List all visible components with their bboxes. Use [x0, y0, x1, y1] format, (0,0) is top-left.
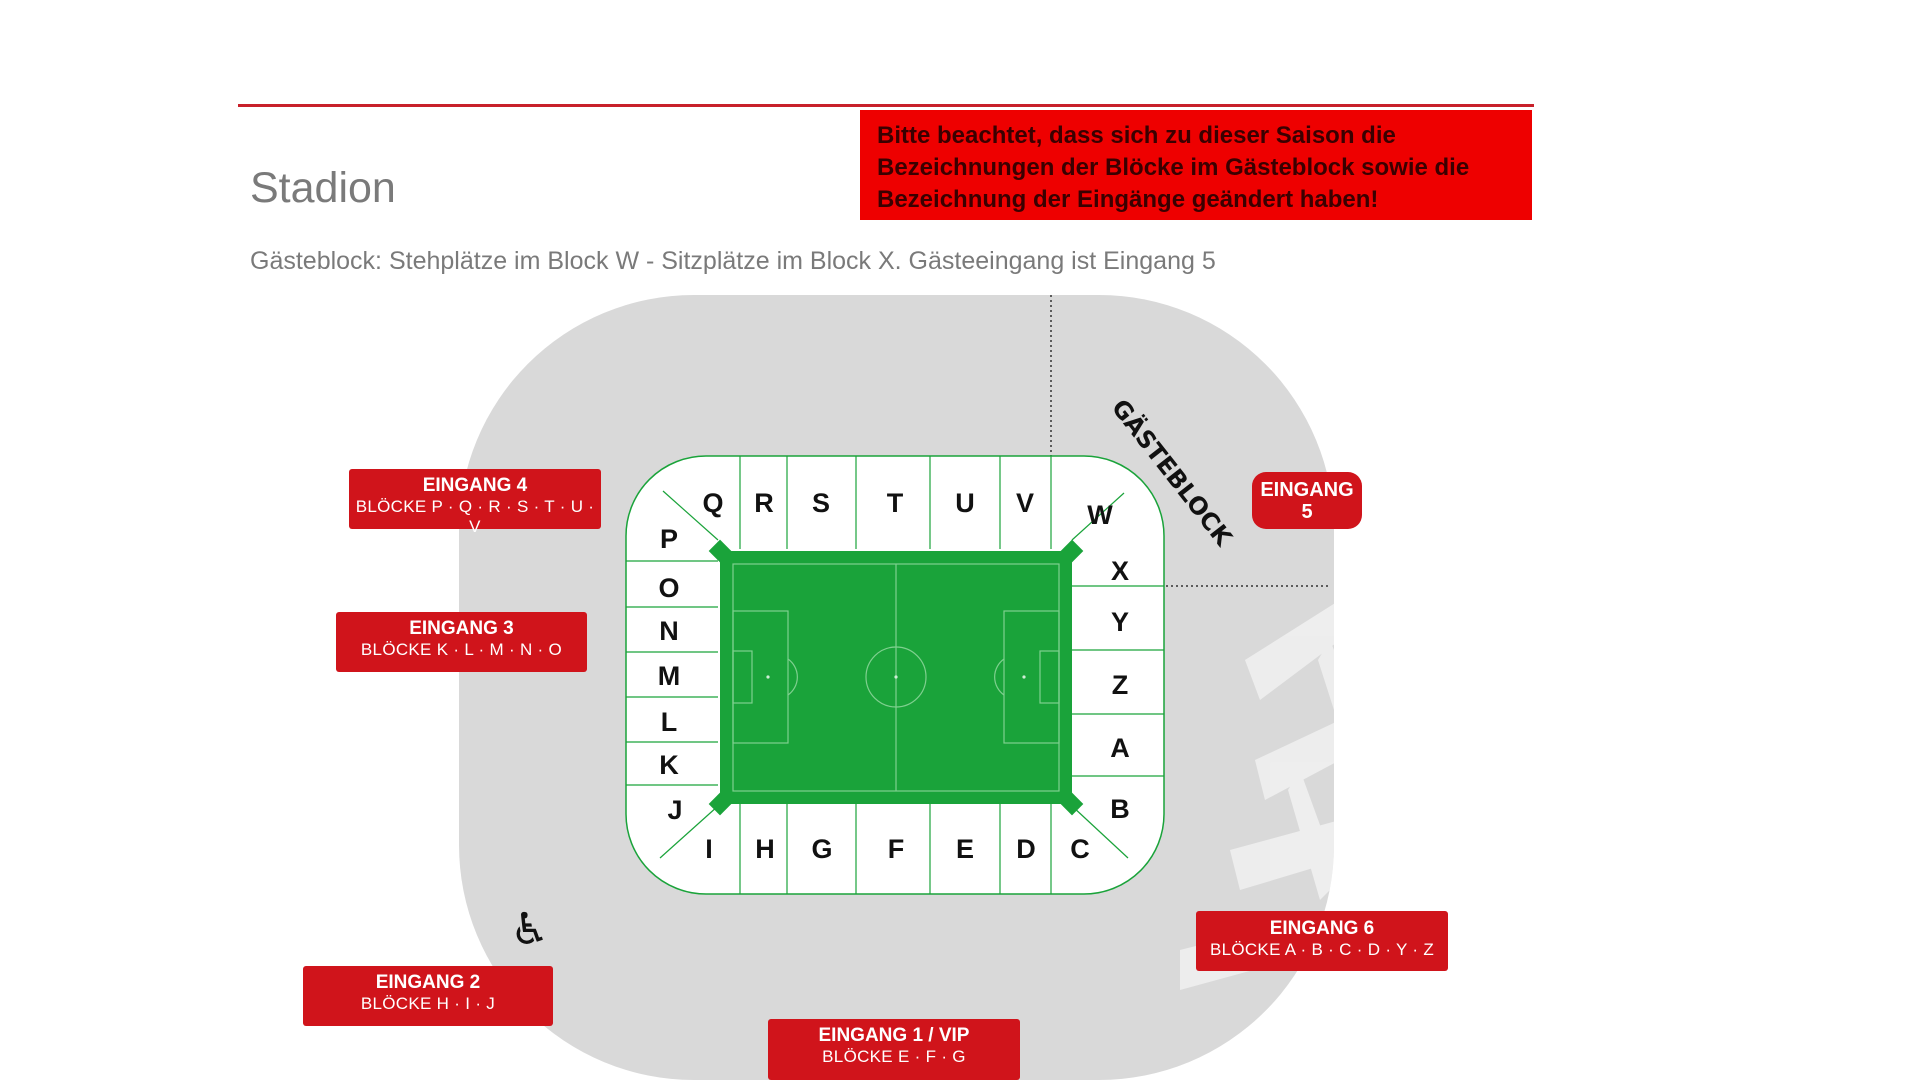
wheelchair-icon: ♿︎ — [510, 905, 550, 954]
entrance-6-badge[interactable]: EINGANG 6 BLÖCKE A · B · C · D · Y · Z — [1196, 911, 1448, 971]
penalty-spot — [766, 675, 770, 679]
entrance-blocks: BLÖCKE P · Q · R · S · T · U · V — [355, 497, 595, 536]
block-label[interactable]: M — [658, 661, 681, 691]
entrance-title: EINGANG 3 — [409, 618, 514, 639]
block-label[interactable]: P — [660, 524, 678, 554]
guest-info-text: Gästeblock: Stehplätze im Block W - Sitz… — [250, 247, 1216, 275]
block-label[interactable]: L — [661, 707, 678, 737]
pitch-markings — [732, 563, 1060, 792]
block-label[interactable]: N — [659, 616, 679, 646]
penalty-spot — [1022, 675, 1026, 679]
entrance-blocks: BLÖCKE A · B · C · D · Y · Z — [1209, 940, 1435, 959]
block-label[interactable]: G — [811, 834, 832, 864]
block-label[interactable]: T — [887, 488, 904, 518]
entrance-4-badge[interactable]: EINGANG 4 BLÖCKE P · Q · R · S · T · U ·… — [349, 469, 601, 536]
block-label[interactable]: H — [755, 834, 775, 864]
block-label[interactable]: R — [754, 488, 774, 518]
entrance-2-badge[interactable]: EINGANG 2 BLÖCKE H · I · J — [303, 966, 553, 1026]
block-label[interactable]: J — [667, 795, 682, 825]
block-label[interactable]: X — [1111, 556, 1129, 586]
block-label[interactable]: K — [659, 750, 679, 780]
entrance-title: EINGANG 2 — [375, 972, 481, 993]
entrance-title: EINGANG 1 / VIP — [818, 1025, 970, 1046]
notice-line: Bezeichnung der Eingänge geändert haben! — [877, 186, 1379, 213]
entrance-blocks: BLÖCKE H · I · J — [360, 994, 496, 1013]
block-label[interactable]: I — [705, 834, 713, 864]
block-label[interactable]: Z — [1112, 670, 1129, 700]
block-label[interactable]: U — [955, 488, 975, 518]
entrance-title: EINGANG 4 — [422, 475, 528, 496]
block-label[interactable]: B — [1110, 794, 1130, 824]
entrance-blocks: BLÖCKE E · F · G — [822, 1047, 966, 1066]
pitch-corners — [708, 539, 1084, 816]
block-label[interactable]: Y — [1111, 607, 1129, 637]
notice-line: Bezeichnungen der Blöcke im Gästeblock s… — [877, 154, 1470, 181]
block-label[interactable]: V — [1016, 488, 1034, 518]
block-label[interactable]: D — [1016, 834, 1036, 864]
entrance-blocks: BLÖCKE K · L · M · N · O — [360, 640, 563, 659]
block-label[interactable]: O — [658, 573, 679, 603]
block-label[interactable]: S — [812, 488, 830, 518]
block-label[interactable]: A — [1110, 733, 1130, 763]
block-label[interactable]: E — [956, 834, 974, 864]
block-label[interactable]: C — [1070, 834, 1090, 864]
entrance-5-badge[interactable]: EINGANG 5 — [1252, 472, 1362, 529]
entrance-title: EINGANG 6 — [1269, 918, 1375, 939]
entrance-3-badge[interactable]: EINGANG 3 BLÖCKE K · L · M · N · O — [336, 612, 587, 672]
block-label[interactable]: W — [1087, 500, 1113, 530]
centre-spot — [894, 675, 898, 679]
block-dividers — [626, 456, 1164, 894]
block-label[interactable]: Q — [702, 488, 723, 518]
page-title: Stadion — [250, 164, 396, 212]
block-label[interactable]: F — [888, 834, 905, 864]
notice-line: Bitte beachtet, dass sich zu dieser Sais… — [877, 122, 1396, 149]
header-divider — [238, 104, 1534, 107]
entrance-title: EINGANG 5 — [1260, 478, 1354, 523]
notice-box: Bitte beachtet, dass sich zu dieser Sais… — [860, 110, 1532, 220]
entrance-1-vip-badge[interactable]: EINGANG 1 / VIP BLÖCKE E · F · G — [768, 1019, 1020, 1080]
